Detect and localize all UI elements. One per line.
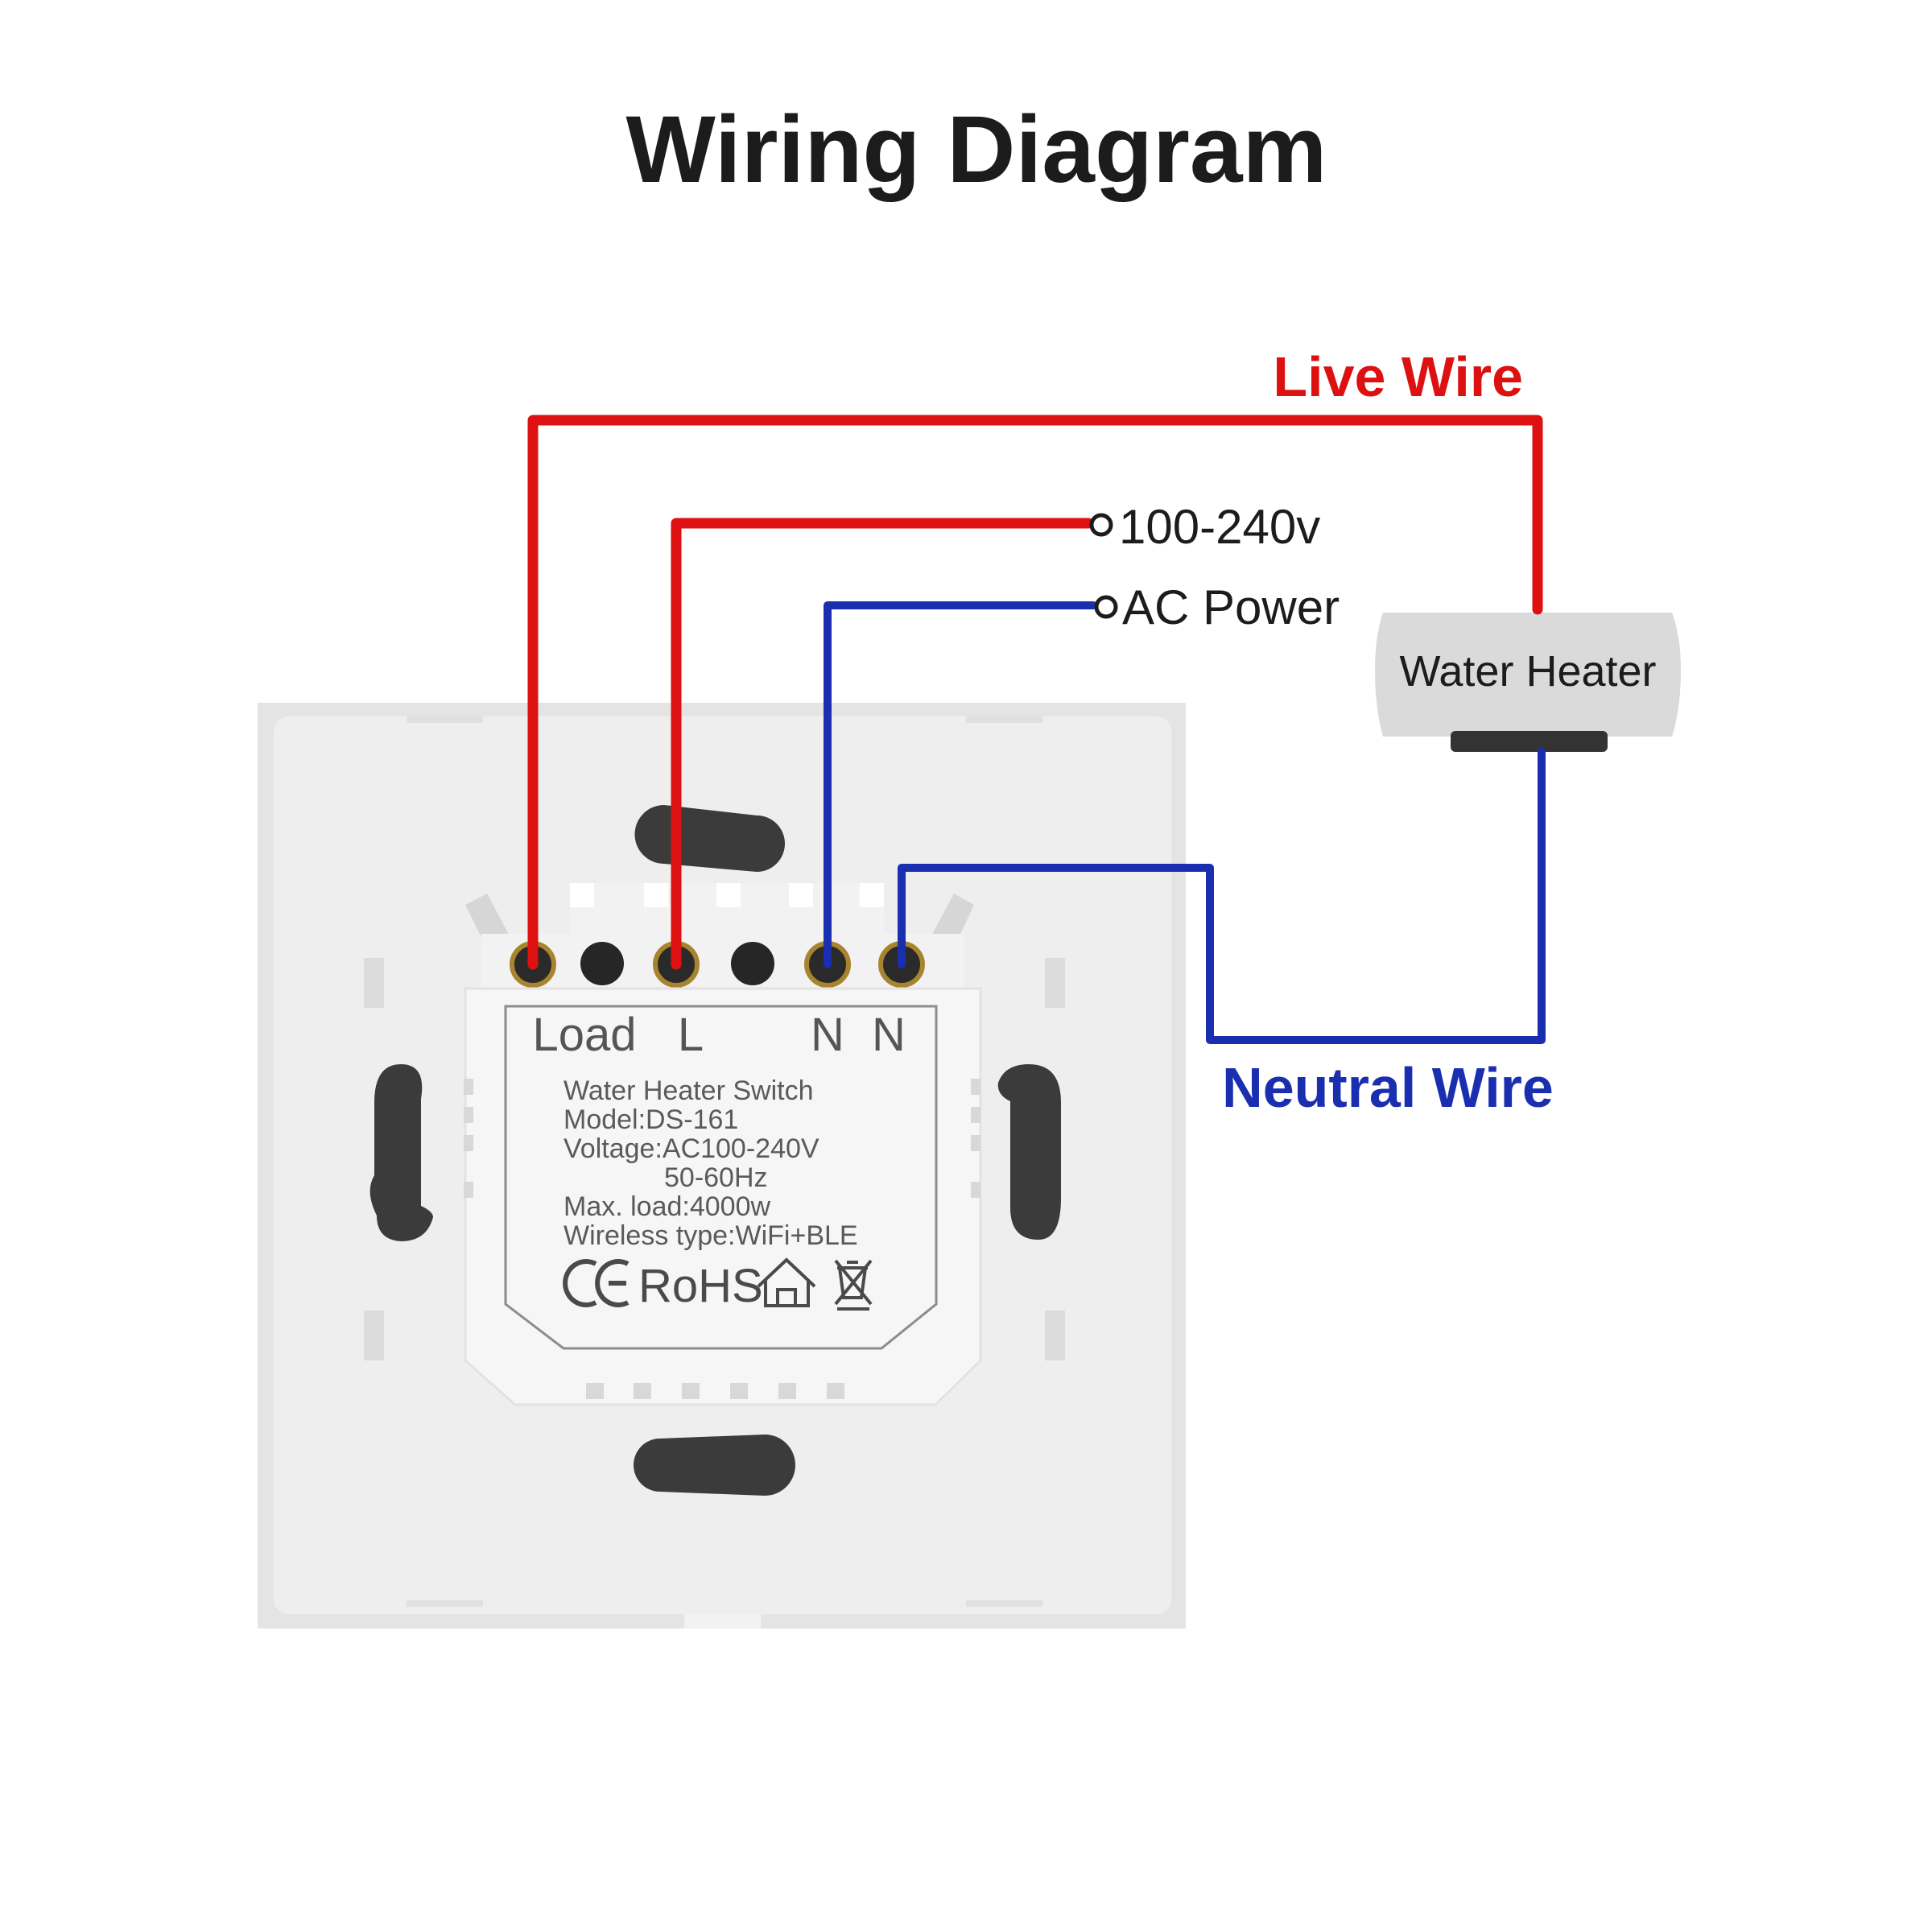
spec-line-product: Water Heater Switch (564, 1075, 814, 1106)
neutral-wires (824, 601, 1546, 1044)
spec-line-voltage: Voltage:AC100-240V (564, 1133, 819, 1164)
terminal-label-l: L (678, 1009, 704, 1061)
supply-type-label: AC Power (1122, 580, 1340, 634)
mount-slot-left (369, 1064, 433, 1241)
supply-terminal-neutral-icon (1094, 595, 1118, 619)
live-wire-supply-to-l (671, 518, 1094, 970)
neutral-wire-heater-to-n (898, 748, 1546, 1044)
neutral-wire-supply-to-n (824, 601, 1097, 968)
spec-line-wireless: Wireless type:WiFi+BLE (564, 1220, 858, 1251)
terminal-label-n1: N (811, 1009, 844, 1061)
supply-terminal-live-icon (1089, 513, 1113, 537)
rohs-mark: RoHS (638, 1260, 763, 1312)
water-heater (1375, 613, 1681, 752)
water-heater-label: Water Heater (1399, 647, 1656, 696)
terminal-screw-2 (580, 942, 624, 985)
live-wire-load-to-heater (527, 415, 1543, 970)
page-title: Wiring Diagram (626, 97, 1327, 203)
water-heater-outlet (1451, 731, 1608, 752)
terminal-label-n2: N (872, 1009, 906, 1061)
spec-line-model: Model:DS-161 (564, 1104, 738, 1135)
neutral-wire-label: Neutral Wire (1222, 1056, 1554, 1119)
terminal-label-load: Load (532, 1009, 636, 1061)
live-wires (527, 415, 1543, 970)
mount-slot-right (997, 1064, 1061, 1240)
ce-mark-icon (563, 1259, 630, 1307)
weee-bin-icon (834, 1259, 873, 1311)
mount-slot-bottom (634, 1435, 795, 1496)
supply-voltage-label: 100-240v (1119, 500, 1320, 554)
spec-line-max-load: Max. load:4000w (564, 1191, 770, 1222)
terminal-screw-4 (731, 942, 774, 985)
live-wire-label: Live Wire (1273, 345, 1523, 408)
spec-line-frequency: 50-60Hz (664, 1162, 768, 1193)
home-icon (757, 1257, 816, 1307)
